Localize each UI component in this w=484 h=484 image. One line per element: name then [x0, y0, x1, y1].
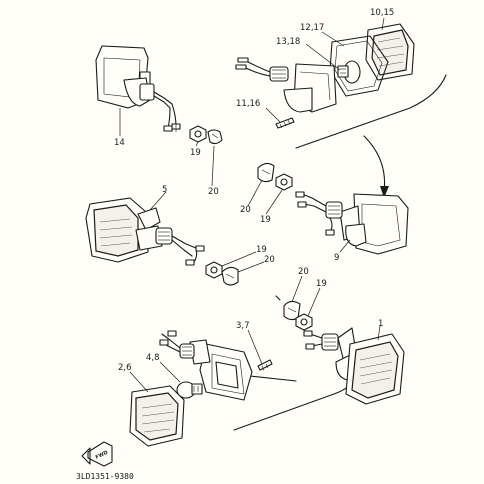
- label-12-17: 12,17: [300, 23, 324, 33]
- part-screw-upper: [275, 117, 295, 129]
- part-nut-c: [205, 261, 223, 279]
- assembly-arrow-curve: [363, 135, 386, 193]
- label-19-b: 19: [260, 215, 271, 225]
- part-grommet-b: [257, 162, 275, 183]
- label-11-16: 11,16: [236, 99, 260, 109]
- part-grommet-a: [207, 129, 223, 145]
- label-20-c: 20: [264, 255, 275, 265]
- part-nut-b: [275, 173, 293, 191]
- part-turn-signal-rear-left: [95, 45, 181, 132]
- part-grommet-c: [221, 266, 239, 286]
- assembly-arrow-head: [380, 186, 389, 198]
- part-lens-front-right: [365, 23, 415, 81]
- part-housing-lower-left: [159, 330, 253, 401]
- part-turn-signal-front-left: [85, 197, 205, 266]
- label-19-d: 19: [316, 279, 327, 289]
- part-housing-upper-right: [269, 63, 337, 113]
- label-20-d: 20: [298, 267, 309, 277]
- wires-upper-right: [235, 57, 271, 77]
- part-turn-signal-right: [295, 191, 409, 255]
- fwd-label: FWD: [95, 450, 109, 461]
- label-5: 5: [162, 185, 167, 195]
- label-14: 14: [114, 138, 125, 148]
- label-1: 1: [378, 319, 383, 329]
- part-bulb-lower: [176, 381, 203, 399]
- label-3-7: 3,7: [236, 321, 250, 331]
- group-outline-bottom: [233, 369, 361, 431]
- label-4-8: 4,8: [146, 353, 160, 363]
- diagram-code: 3LD1351-9380: [76, 472, 134, 481]
- label-19-a: 19: [190, 148, 201, 158]
- label-13-18: 13,18: [276, 37, 300, 47]
- label-2-6: 2,6: [118, 363, 132, 373]
- part-lens-lower-left: [129, 385, 185, 447]
- part-grommet-d: [275, 295, 301, 321]
- part-screw-lower: [257, 359, 273, 371]
- label-10-15: 10,15: [370, 8, 394, 18]
- part-nut-d: [295, 313, 313, 331]
- label-20-b: 20: [240, 205, 251, 215]
- part-bulb-upper: [337, 60, 361, 84]
- label-20-a: 20: [208, 187, 219, 197]
- part-turn-signal-front-right: [303, 327, 405, 405]
- forward-direction-arrow: FWD: [81, 441, 113, 467]
- part-nut-a: [189, 125, 207, 143]
- group-outline-top: [295, 74, 447, 149]
- label-9: 9: [334, 253, 339, 263]
- label-19-c: 19: [256, 245, 267, 255]
